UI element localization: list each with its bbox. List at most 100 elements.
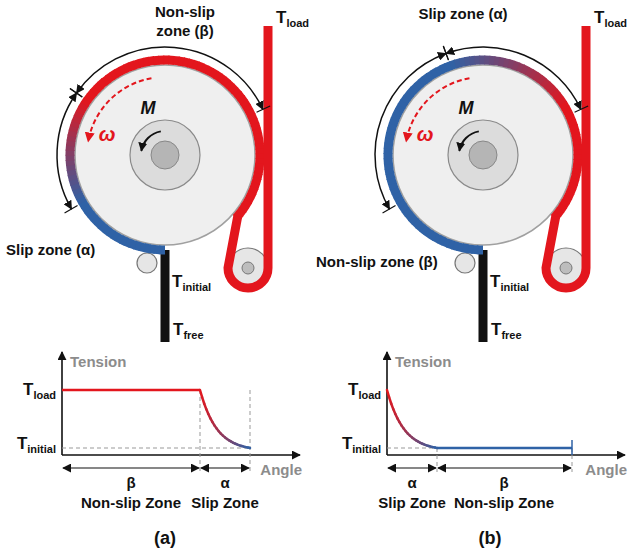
zone-tick — [257, 106, 271, 112]
zone-tick — [383, 206, 396, 214]
axis-label: Tension — [395, 353, 451, 372]
tick-label: Tinitial — [17, 433, 56, 454]
symbol-letter: T — [276, 8, 286, 27]
symbol-subscript: free — [501, 329, 521, 341]
moment-arrow — [459, 131, 478, 150]
x-axis — [387, 454, 625, 456]
tension-level — [62, 389, 200, 392]
zone-boundary — [437, 448, 438, 472]
tension-decay — [435, 446, 437, 449]
guide-pulley — [455, 253, 475, 273]
free-cable — [161, 250, 170, 342]
symbol-letter: T — [17, 434, 27, 453]
panel-label: (b) — [479, 527, 502, 550]
symbol-subscript: initial — [182, 281, 211, 293]
moment-symbol: M — [141, 97, 156, 120]
drum-hub — [448, 120, 518, 190]
symbol-letter: T — [491, 320, 501, 339]
free-cable — [479, 250, 488, 342]
zone-tick — [70, 88, 82, 97]
tension-graph — [387, 352, 625, 472]
drum-disk — [393, 65, 573, 245]
tension-symbol: Tload — [594, 7, 627, 28]
symbol-letter: T — [342, 434, 352, 453]
symbol-letter: T — [23, 380, 33, 399]
zone-arrow — [57, 93, 77, 209]
y-axis — [61, 352, 63, 455]
zone-label: Slip zone (α) — [6, 241, 95, 260]
symbol-subscript: load — [33, 389, 56, 401]
tick-label: Tload — [348, 379, 381, 400]
tension-symbol: Tfree — [491, 319, 522, 340]
dimension-arrow — [438, 467, 571, 468]
drum-shaft — [151, 141, 179, 169]
symbol-subscript: load — [358, 389, 381, 401]
drum-hub — [130, 120, 200, 190]
moment-arrow — [141, 131, 160, 150]
tension-symbol: Tinitial — [490, 271, 529, 292]
symbol-letter: T — [348, 380, 358, 399]
x-axis — [62, 454, 300, 456]
zone-tick — [65, 206, 78, 214]
dimension-arrow — [388, 467, 436, 468]
pulley-axle — [560, 262, 572, 274]
zone-label: Slip Zone — [378, 494, 446, 513]
tension-level — [437, 447, 572, 450]
drum-disk — [75, 65, 255, 245]
initial-level — [387, 448, 437, 449]
rotation-symbol: ω — [99, 122, 116, 147]
zone-symbol: β — [126, 474, 135, 493]
rotation-symbol: ω — [417, 122, 434, 147]
zone-label: Non-slip Zone — [81, 494, 181, 513]
zone-symbol: α — [407, 474, 416, 493]
zone-arrow — [375, 54, 446, 209]
tension-graph — [62, 352, 300, 472]
curve-end — [571, 440, 573, 455]
dimension-arrow — [201, 467, 249, 468]
winch-drum — [57, 26, 270, 342]
zone-symbol: β — [499, 474, 508, 493]
guide-pulley — [137, 253, 157, 273]
zone-label: Non-slip zone (β) — [316, 253, 438, 272]
symbol-subscript: load — [286, 17, 309, 29]
zone-symbol: α — [220, 474, 229, 493]
winch-drum — [375, 26, 588, 342]
load-cable — [228, 26, 268, 288]
tension-decay — [248, 446, 250, 449]
zone-arrow — [77, 47, 263, 109]
zone-label: Non-slip zone (β) — [145, 3, 225, 41]
tension-symbol: Tinitial — [172, 271, 211, 292]
zone-tick — [443, 46, 448, 60]
drum-shaft — [469, 141, 497, 169]
zone-tick — [70, 88, 82, 97]
symbol-letter: T — [172, 272, 182, 291]
axis-label: Angle — [260, 461, 302, 480]
zone-boundary — [250, 390, 251, 472]
zone-boundary — [200, 390, 201, 472]
dimension-arrow — [63, 467, 199, 468]
y-axis — [386, 352, 388, 455]
symbol-subscript: free — [183, 329, 203, 341]
symbol-letter: T — [173, 320, 183, 339]
tick-label: Tinitial — [342, 433, 381, 454]
tension-symbol: Tload — [276, 7, 309, 28]
tick-label: Tload — [23, 379, 56, 400]
moment-symbol: M — [459, 97, 474, 120]
symbol-subscript: initial — [500, 281, 529, 293]
symbol-letter: T — [594, 8, 604, 27]
symbol-letter: T — [490, 272, 500, 291]
initial-level — [62, 448, 250, 449]
panel-label: (a) — [154, 527, 176, 550]
symbol-subscript: initial — [27, 443, 56, 455]
tension-symbol: Tfree — [173, 319, 204, 340]
zone-label: Non-slip Zone — [454, 494, 554, 513]
symbol-subscript: initial — [352, 443, 381, 455]
axis-label: Angle — [585, 461, 627, 480]
symbol-subscript: load — [604, 17, 627, 29]
zone-label: Slip Zone — [191, 494, 259, 513]
pulley-axle — [242, 262, 254, 274]
load-cable — [546, 26, 586, 288]
zone-label: Slip zone (α) — [418, 5, 507, 24]
